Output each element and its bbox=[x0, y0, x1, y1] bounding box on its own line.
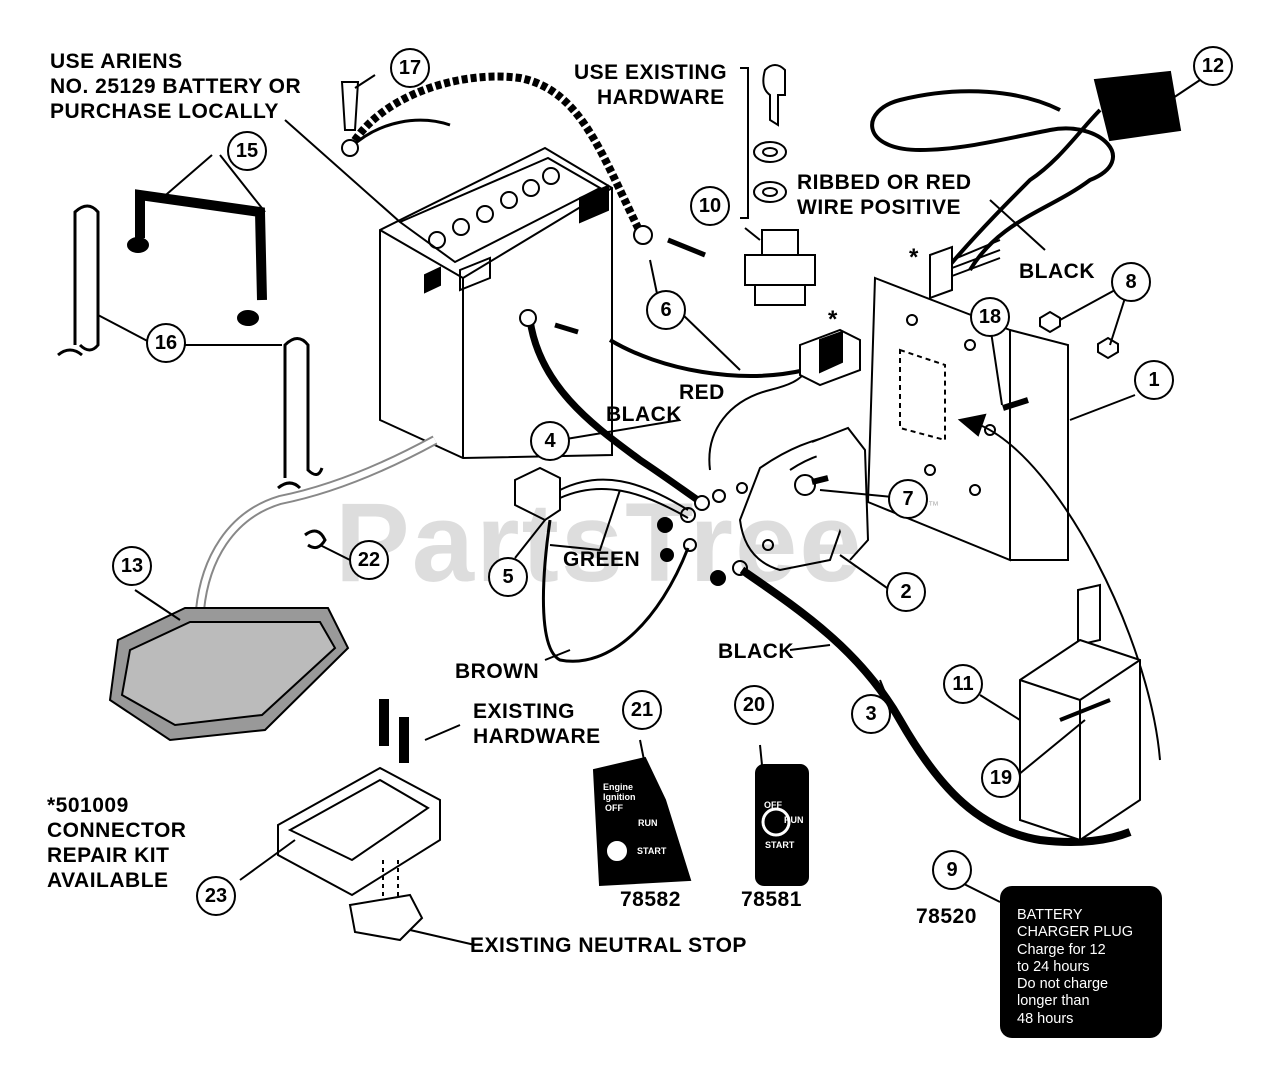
callout-11: 11 bbox=[943, 664, 983, 704]
callout-6: 6 bbox=[646, 290, 686, 330]
decal-9-part-number: 78520 bbox=[916, 905, 977, 928]
callout-7: 7 bbox=[888, 479, 928, 519]
label-black-low: BLACK bbox=[718, 640, 794, 663]
existing-hardware-line2: HARDWARE bbox=[473, 725, 601, 748]
battery-note-line2: NO. 25129 BATTERY OR bbox=[50, 75, 302, 98]
callout-10: 10 bbox=[690, 186, 730, 226]
callout-5: 5 bbox=[488, 557, 528, 597]
kit-line3: REPAIR KIT bbox=[47, 844, 170, 867]
callout-8: 8 bbox=[1111, 262, 1151, 302]
callout-17: 17 bbox=[390, 48, 430, 88]
kit-line1: *501009 bbox=[47, 794, 129, 817]
watermark-text: PartsTree bbox=[335, 480, 864, 605]
callout-1: 1 bbox=[1134, 360, 1174, 400]
callout-20: 20 bbox=[734, 685, 774, 725]
callout-4: 4 bbox=[530, 421, 570, 461]
callout-19: 19 bbox=[981, 758, 1021, 798]
battery-note-line1: USE ARIENS bbox=[50, 50, 183, 73]
asterisk-panel: * bbox=[909, 244, 919, 271]
starter-drawing bbox=[1019, 583, 1141, 842]
decal-20-run: RUN bbox=[784, 815, 804, 825]
callout-23: 23 bbox=[196, 876, 236, 916]
decal-21-start: START bbox=[637, 846, 667, 856]
decal-21-engine: Engine bbox=[603, 782, 634, 792]
use-existing-line2: HARDWARE bbox=[597, 86, 725, 109]
callout-16: 16 bbox=[146, 323, 186, 363]
label-brown: BROWN bbox=[455, 660, 540, 683]
decal-21-run: RUN bbox=[638, 818, 658, 828]
neutral-stop-label: EXISTING NEUTRAL STOP bbox=[470, 934, 747, 957]
solenoid-drawing bbox=[736, 426, 870, 572]
asterisk-connector: * bbox=[828, 306, 838, 333]
use-existing-line1: USE EXISTING bbox=[574, 61, 728, 84]
callout-9: 9 bbox=[932, 850, 972, 890]
label-green: GREEN bbox=[563, 548, 641, 571]
callout-3: 3 bbox=[851, 694, 891, 734]
callout-13: 13 bbox=[112, 546, 152, 586]
decal-21-ignition: Ignition bbox=[603, 792, 636, 802]
kit-line4: AVAILABLE bbox=[47, 869, 169, 892]
watermark-tm: ™ bbox=[928, 500, 939, 512]
label-black-mid: BLACK bbox=[606, 403, 682, 426]
decal-21-off: OFF bbox=[605, 803, 623, 813]
decal-20-off: OFF bbox=[764, 800, 782, 810]
decal-20-start: START bbox=[765, 840, 795, 850]
battery-note-line3: PURCHASE LOCALLY bbox=[50, 100, 279, 123]
label-red: RED bbox=[679, 381, 725, 404]
callout-22: 22 bbox=[349, 540, 389, 580]
ribbed-line2: WIRE POSITIVE bbox=[797, 196, 962, 219]
callout-2: 2 bbox=[886, 572, 926, 612]
decal-20-part-number: 78581 bbox=[741, 888, 802, 911]
kit-line2: CONNECTOR bbox=[47, 819, 187, 842]
charger-decal bbox=[1000, 886, 1162, 1038]
ribbed-line1: RIBBED OR RED bbox=[797, 171, 972, 194]
callout-12: 12 bbox=[1193, 46, 1233, 86]
decal-21-part-number: 78582 bbox=[620, 888, 681, 911]
callout-21: 21 bbox=[622, 690, 662, 730]
existing-hardware-line1: EXISTING bbox=[473, 700, 576, 723]
charger-decal-text: BATTERY CHARGER PLUG Charge for 12 to 24… bbox=[1017, 907, 1134, 1027]
label-black-top: BLACK bbox=[1019, 260, 1095, 283]
callout-15: 15 bbox=[227, 131, 267, 171]
callout-18: 18 bbox=[970, 297, 1010, 337]
